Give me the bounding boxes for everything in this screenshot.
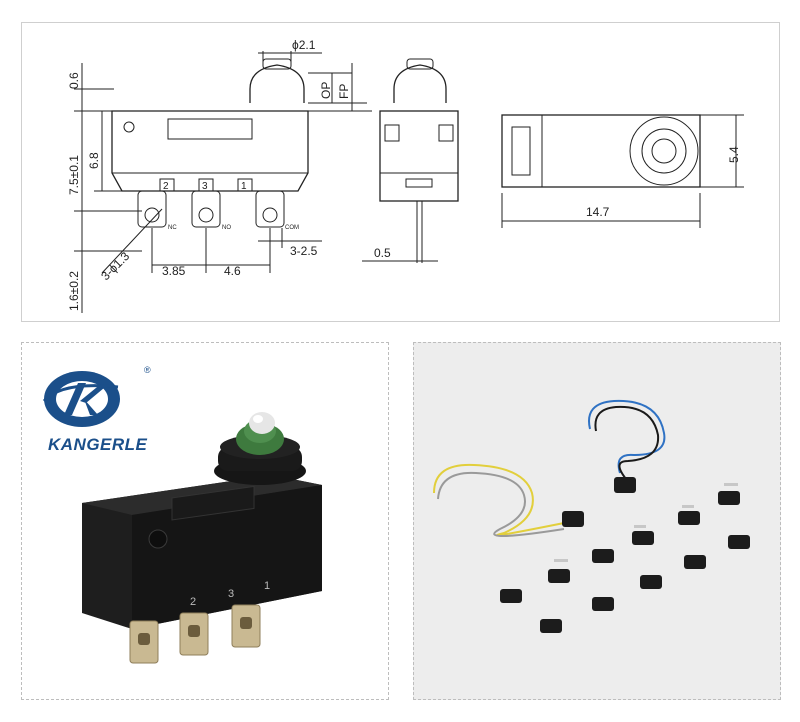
pin-label-nc: NC — [168, 225, 177, 231]
dimension-drawing: 0.6 ϕ2.1 OP FP 7.5±0.1 6.8 1.6±0.2 3-ϕ1.… — [67, 38, 744, 313]
side-view — [362, 58, 459, 263]
brand-logo: 2 3 1 — [42, 371, 322, 664]
dim-pitch-1: 3.85 — [162, 264, 186, 278]
dimension-drawing-panel: 0.6 ϕ2.1 OP FP 7.5±0.1 6.8 1.6±0.2 3-ϕ1.… — [21, 22, 780, 322]
dim-hole-diameter: 3-ϕ1.3 — [98, 249, 132, 283]
wired-switch-1 — [562, 511, 584, 527]
product-variants-panel — [413, 342, 781, 700]
switch-levers — [554, 483, 738, 562]
photo-pin-mark-1: 1 — [264, 580, 270, 592]
dim-free-position: FP — [337, 84, 351, 99]
dim-body-height: 6.8 — [87, 152, 101, 169]
pin-number-nc: 2 — [163, 181, 169, 192]
microswitch-photo: 2 3 1 — [82, 412, 322, 664]
photo-pin-mark-3: 3 — [228, 588, 234, 600]
blue-wire-harness — [588, 399, 666, 480]
loose-switches — [500, 491, 750, 633]
dim-body-width: 5.4 — [727, 146, 741, 163]
dim-actuator-diameter: ϕ2.1 — [292, 38, 316, 52]
wired-switch-2 — [614, 477, 636, 493]
pin-label-com: COM — [285, 225, 299, 231]
dim-body-length: 14.7 — [586, 205, 610, 219]
dim-pin-length: 1.6±0.2 — [67, 271, 81, 311]
pin-number-no: 3 — [202, 181, 208, 192]
brand-name: KANGERLE — [48, 435, 148, 454]
dim-pin-thickness: 0.5 — [374, 246, 391, 260]
dim-overall-height: 7.5±0.1 — [67, 155, 81, 195]
photo-pin-mark-2: 2 — [190, 596, 196, 608]
product-photo-panel: 2 3 1 KANGERLE ® — [21, 342, 389, 700]
pin-number-com: 1 — [241, 181, 247, 192]
pin-label-no: NO — [222, 225, 231, 231]
dim-top-height: 0.6 — [67, 72, 81, 89]
variants-photo — [433, 399, 750, 633]
top-view — [501, 114, 744, 228]
registered-mark: ® — [144, 365, 151, 375]
dim-operating-position: OP — [319, 82, 333, 99]
dim-pin-width: 3-2.5 — [290, 244, 318, 258]
yellow-wire-harness — [433, 463, 575, 537]
dim-pitch-2: 4.6 — [224, 264, 241, 278]
